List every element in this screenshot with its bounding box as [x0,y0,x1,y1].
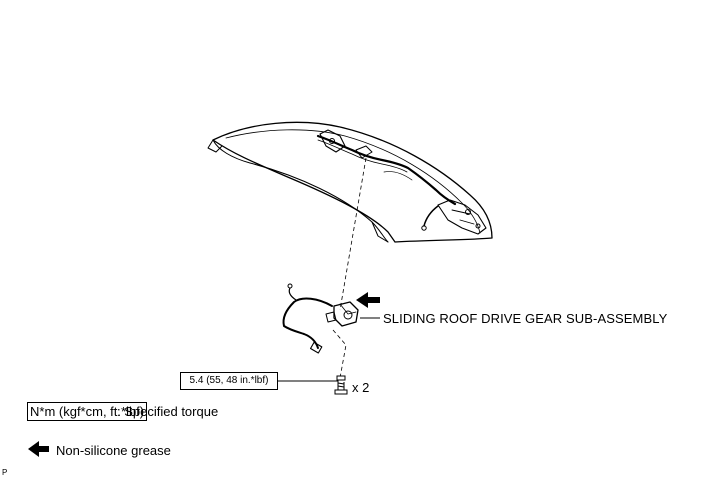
legend-torque-description: : Specified torque [117,404,219,419]
legend-grease-description: Non-silicone grease [56,443,171,458]
legend-torque-unit-box: N*m (kgf*cm, ft.*lbf) [27,402,148,421]
drive-gear-sub-assembly [282,283,359,354]
figure-code: P [2,468,8,477]
part-name-label: SLIDING ROOF DRIVE GEAR SUB-ASSEMBLY [383,311,668,326]
bolt-icon [334,375,348,395]
sliding-roof-housing [207,121,493,243]
legend-grease-arrow-icon [28,441,49,457]
grease-point-arrow [356,292,380,308]
torque-value-box: 5.4 (55, 48 in.*lbf) [180,372,278,390]
bolt-quantity-label: x 2 [352,380,370,395]
alignment-leader [332,157,367,379]
